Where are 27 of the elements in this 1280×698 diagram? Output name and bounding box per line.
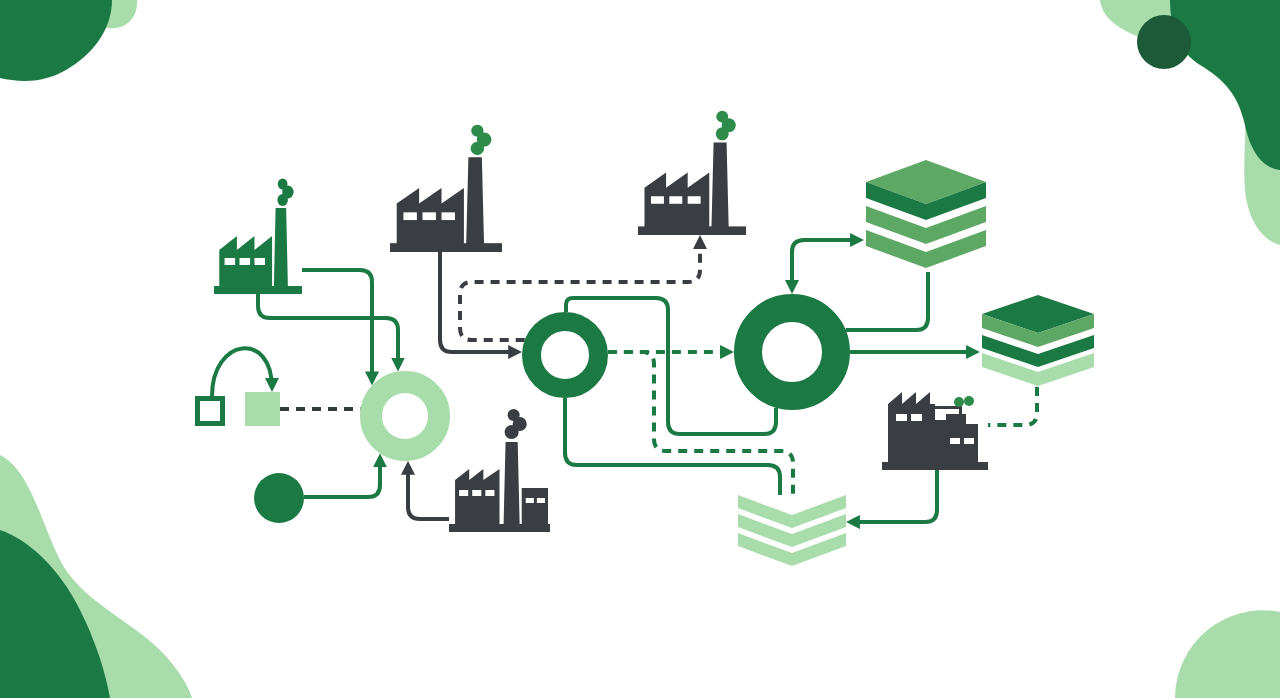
arrow [302,268,379,386]
circle-node [254,473,304,523]
factory-icon [638,108,746,235]
connector-line [845,272,930,332]
dashed-arrow [458,234,707,342]
outline-square-node [195,396,225,426]
factory-icon [390,122,502,252]
arrow [210,346,279,397]
arrow [850,345,981,359]
factory-icon [214,176,302,294]
layers-icon [980,293,1096,387]
arrow [438,252,523,359]
ring-node [360,371,450,461]
ring-node [734,294,850,410]
factory-icon [449,406,550,532]
arrow [304,453,387,499]
arrow [401,460,449,521]
connector-line [563,398,782,495]
dashed-connector-line [988,387,1039,427]
factory-sprout-icon [882,390,988,470]
dashed-connector-line [607,350,795,495]
ring-node [522,312,608,398]
dashed-connector-line [280,407,361,411]
arrow [785,233,865,295]
arrow [845,470,939,529]
square-node [245,392,280,426]
chevron-stack-icon [738,495,846,567]
